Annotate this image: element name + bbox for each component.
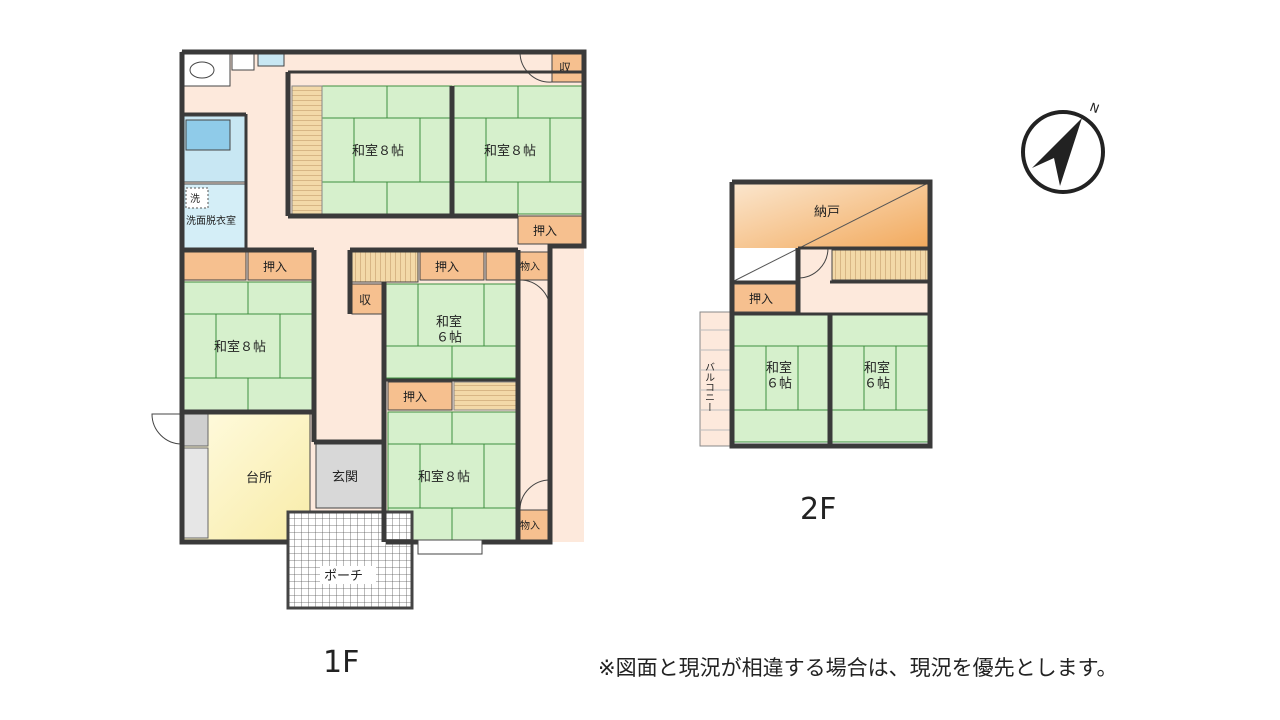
storage-label: 物入 — [520, 260, 540, 273]
corridor-area — [520, 250, 550, 540]
storage-oshiire-2 — [247, 251, 313, 281]
storage-oshiire-4 — [387, 381, 453, 411]
room-washitsu-2f-b: 和室６帖 — [831, 313, 929, 443]
disclaimer-note: ※図面と現況が相違する場合は、現況を優先とします。 — [598, 656, 1118, 680]
storage-shuno-top — [551, 51, 583, 83]
toilet-icon — [189, 61, 215, 79]
stairs-1f-center — [351, 251, 419, 283]
room-washitsu-center: 和室６帖 — [385, 283, 517, 379]
room-washitsu-2f-a: 和室６帖 — [733, 313, 829, 443]
room-label: 玄関 — [332, 470, 358, 485]
storage-oshiire-2f — [733, 283, 797, 313]
room-label: 和室８帖 — [214, 339, 266, 355]
stairs-2f — [831, 249, 929, 281]
room-label: 納戸 — [814, 205, 840, 220]
stairs-1f-lower — [453, 381, 517, 411]
washer-icon — [185, 187, 209, 209]
door-icon — [151, 413, 183, 445]
compass-label: N — [1088, 100, 1101, 116]
floor2-label: 2F — [800, 492, 837, 527]
room-washitsu-top-right: 和室８帖 — [453, 85, 583, 215]
window-icon — [417, 539, 483, 555]
walls-1f — [179, 49, 587, 545]
storage-label: 押入 — [533, 224, 557, 238]
floor1-label: 1F — [323, 645, 360, 680]
room-label: 和室６帖 — [864, 360, 890, 392]
walls-2f — [729, 179, 933, 449]
storage-oshiire-3 — [419, 251, 485, 281]
room-label: ポーチ — [324, 569, 363, 584]
room-label: 和室８帖 — [418, 469, 470, 485]
room-entrance — [315, 443, 383, 509]
room-washitsu-left: 和室８帖 — [183, 281, 313, 411]
room-label: 和室６帖 — [436, 314, 462, 346]
room-porch — [286, 510, 414, 610]
washroom-label: 洗面脱衣室 — [186, 214, 236, 227]
counter-icon — [183, 413, 209, 447]
storage-label: 押入 — [749, 292, 773, 306]
compass-north-icon: N — [1021, 100, 1105, 194]
storage-label: 物入 — [520, 519, 540, 532]
storage-label: 収 — [359, 293, 371, 307]
room-nando — [732, 182, 930, 248]
room-label: 和室６帖 — [766, 360, 792, 392]
storage-oshiire-2-extra — [181, 251, 247, 281]
counter-icon — [183, 447, 209, 539]
balcony-label: バルコニー — [703, 362, 715, 412]
storage-oshiire-1 — [517, 215, 583, 245]
room-label: 和室８帖 — [352, 143, 404, 159]
washer-label: 洗 — [190, 193, 200, 205]
room-label: 台所 — [246, 471, 272, 486]
sink-icon — [231, 51, 255, 71]
storage-label: 押入 — [403, 390, 427, 404]
room-label: 和室８帖 — [484, 143, 536, 159]
storage-label: 押入 — [435, 260, 459, 274]
floor1-plan: 洗 洗面脱衣室 和室８帖 和室８帖 収 押入 — [151, 49, 587, 610]
storage-label: 押入 — [263, 260, 287, 274]
room-washitsu-top-left: 和室８帖 — [321, 85, 453, 215]
bathtub-icon — [185, 119, 231, 151]
stairs-1f-top — [291, 85, 323, 215]
floor2-plan: 納戸 押入 和室６帖 和室６帖 バルコニー — [699, 179, 933, 449]
storage-small — [485, 251, 517, 281]
